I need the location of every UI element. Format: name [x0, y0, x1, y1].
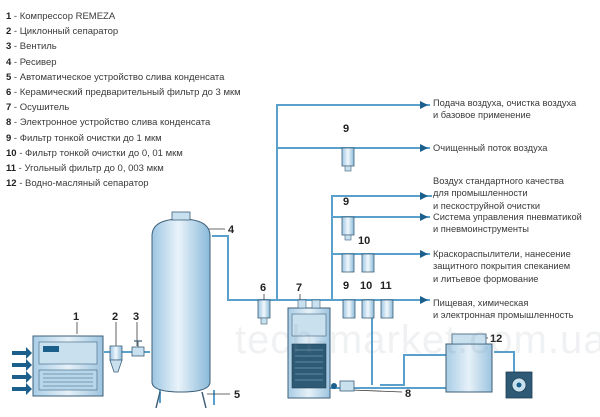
callout: 1	[73, 311, 79, 323]
legend-item: 5 - Автоматическое устройство слива конд…	[6, 71, 225, 83]
compressor-grille	[38, 369, 98, 391]
electronic-drain	[331, 380, 355, 392]
legend-item: 4 - Ресивер	[6, 56, 57, 68]
legend-item: 6 - Керамический предварительный фильтр …	[6, 87, 241, 99]
dryer	[287, 299, 331, 399]
arrow-icon	[420, 192, 428, 200]
callout: 2	[112, 311, 118, 323]
outlet-arrows	[420, 101, 428, 304]
legend-item: 3 - Вентиль	[6, 41, 57, 53]
oil-collector	[505, 371, 533, 399]
pipe	[494, 351, 515, 372]
filter	[342, 299, 356, 319]
callout: 4	[228, 224, 235, 236]
callout: 10	[360, 280, 372, 292]
callout: 3	[133, 311, 139, 323]
filter	[341, 216, 355, 236]
valve	[131, 340, 145, 357]
ceramic-filter	[257, 299, 271, 325]
receiver-tank	[151, 211, 211, 409]
callout: 5	[234, 389, 240, 401]
legend-item: 8 - Электронное устройство слива конденс…	[6, 117, 211, 129]
arrow-icon	[420, 213, 428, 221]
pipe	[331, 195, 432, 300]
pipe	[276, 104, 430, 300]
legend-item: 12 - Водно-масляный сепаратор	[6, 178, 149, 190]
filter	[380, 299, 394, 319]
arrow-icon	[420, 250, 428, 258]
pipe	[212, 235, 244, 301]
filter	[361, 299, 375, 319]
callout: 9	[343, 280, 349, 292]
arrow-icon	[420, 296, 428, 304]
callout: 9	[343, 196, 349, 208]
inlet-arrows	[12, 347, 32, 395]
oil-water-separator	[445, 333, 493, 393]
callouts: 1 2 3 4 5 6 7 8 9 9 9 10 10 11 12	[73, 123, 502, 401]
filter	[341, 253, 355, 273]
arrow-icon	[12, 371, 32, 383]
compressor-panel	[38, 341, 98, 365]
arrow-icon	[420, 101, 428, 109]
callout: 10	[358, 235, 370, 247]
legend-item: 9 - Фильтр тонкой очистки до 1 мкм	[6, 132, 162, 144]
callout: 12	[490, 333, 502, 345]
legend-item: 10 - Фильтр тонкой очистки до 0, 01 мкм	[6, 147, 183, 159]
arrow-icon	[420, 144, 428, 152]
legend-item: 7 - Осушитель	[6, 102, 70, 114]
callout: 9	[343, 123, 349, 135]
callout: 11	[380, 280, 392, 292]
arrow-icon	[12, 347, 32, 359]
compressor-display	[43, 346, 59, 352]
cyclone-separator	[109, 345, 123, 373]
watermark: tech-market.com.ua	[235, 318, 600, 362]
callout: 6	[260, 282, 266, 294]
compressor	[32, 335, 104, 397]
legend-item: 2 - Циклонный сепаратор	[6, 26, 119, 38]
arrow-icon	[12, 359, 32, 371]
grille-lines	[43, 373, 93, 387]
legend: 1 - Компрессор REMEZA 2 - Циклонный сепа…	[6, 9, 241, 191]
callout: 8	[405, 388, 411, 400]
legend-item: 1 - Компрессор REMEZA	[6, 11, 116, 22]
filter-bank	[341, 147, 394, 319]
legend-item: 11 - Угольный фильтр до 0, 003 мкм	[6, 163, 164, 175]
filter	[341, 147, 355, 167]
filter	[361, 253, 375, 273]
pipe	[380, 354, 446, 386]
arrow-icon	[12, 383, 32, 395]
leader-line	[351, 389, 403, 393]
output-label: Очищенный поток воздуха	[433, 143, 548, 153]
callout: 7	[296, 282, 302, 294]
